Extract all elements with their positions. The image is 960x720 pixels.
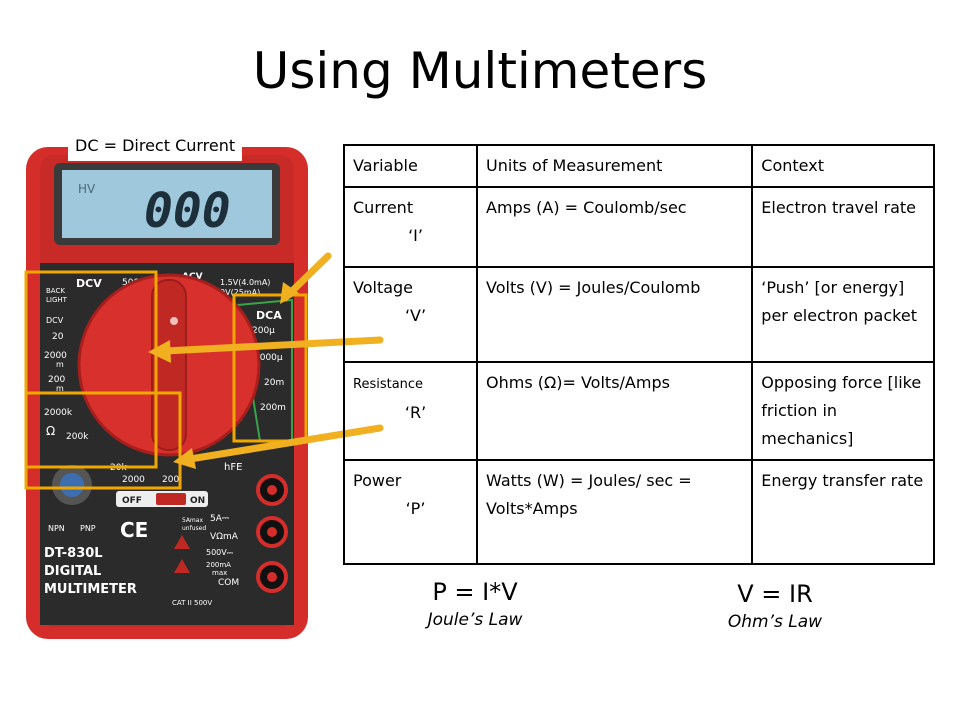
label-5a: 5A⎓ — [210, 514, 229, 524]
label-max: max — [212, 569, 227, 577]
lcd-screen — [62, 170, 272, 238]
label-ma20: 20m — [264, 378, 284, 388]
label-200m: 200 — [48, 375, 65, 385]
cell-context: Opposing force [like friction in mechani… — [751, 361, 935, 461]
cell-context: ‘Push’ [or energy] per electron packet — [751, 266, 935, 363]
label-dca: DCA — [256, 309, 282, 322]
label-ua2000: 2000μ — [254, 353, 283, 363]
cell-variable: Power‘P’ — [342, 459, 479, 565]
label-pnp: PNP — [80, 524, 96, 533]
label-light: LIGHT — [46, 296, 68, 304]
variable-symbol: ‘R’ — [404, 403, 427, 422]
label-500v: 500V⎓ — [206, 548, 234, 557]
label-5amax: 5Amax — [182, 517, 203, 524]
label-dcv: DCV — [76, 277, 102, 290]
variable-name: Current — [353, 198, 414, 217]
label-ce: CE — [120, 518, 148, 542]
cell-context: Energy transfer rate — [751, 459, 935, 565]
warning-icon-2 — [174, 559, 190, 573]
variable-symbol: ‘I’ — [408, 226, 423, 245]
variable-symbol: ‘V’ — [404, 306, 427, 325]
label-ma200: 200m — [260, 403, 286, 413]
label-200k: 200k — [66, 432, 89, 442]
label-unfused: unfused — [182, 525, 206, 532]
variable-name: Power — [353, 471, 402, 490]
label-ua200: 200μ — [252, 326, 275, 336]
label-backlight: BACK — [46, 287, 65, 295]
cell-variable: Current ‘I’ — [342, 186, 479, 268]
variable-symbol: ‘P’ — [405, 499, 426, 518]
label-ohm200: 200 — [162, 475, 179, 485]
power-switch-knob — [156, 493, 186, 505]
label-cat: CAT II 500V — [172, 599, 212, 607]
label-ohm: Ω — [46, 424, 55, 438]
label-com: COM — [218, 578, 239, 588]
dc-label: DC = Direct Current — [68, 131, 243, 161]
label-m2: m — [56, 384, 64, 393]
header-context: Context — [751, 144, 935, 188]
header-units: Units of Measurement — [476, 144, 754, 188]
table-row: Power‘P’ Watts (W) = Joules/ sec = Volts… — [342, 459, 935, 565]
label-model1: DT-830L — [44, 546, 103, 561]
label-fuse2: 9V(25mA) — [220, 288, 260, 297]
table-row: Current ‘I’ Amps (A) = Coulomb/sec Electr… — [342, 186, 935, 268]
quantities-table: Variable Units of Measurement Context Cu… — [342, 144, 935, 565]
label-2000: 2000 — [44, 351, 67, 361]
table-header-row: Variable Units of Measurement Context — [342, 144, 935, 188]
label-hfe: hFE — [224, 462, 242, 473]
cell-context: Electron travel rate — [751, 186, 935, 268]
formula-equation: V = IR — [737, 580, 813, 608]
table-row: Resistance ‘R’ Ohms (Ω)= Volts/Amps Oppos… — [342, 361, 935, 461]
lcd-hv-text: HV — [78, 182, 96, 196]
label-npn: NPN — [48, 524, 65, 533]
cell-units: Watts (W) = Joules/ sec = Volts*Amps — [476, 459, 754, 565]
warning-icon — [174, 535, 190, 549]
label-fuse: 1.5V(4.0mA) — [220, 278, 270, 287]
cell-variable: Voltage ‘V’ — [342, 266, 479, 363]
label-20: 20 — [52, 332, 64, 342]
label-off: OFF — [122, 496, 142, 506]
label-m1: m — [56, 360, 64, 369]
header-variable: Variable — [342, 144, 479, 188]
multimeter-image: HV 000 DCV 500 500 ACV 200 BACK LIGHT DC… — [24, 147, 308, 639]
label-200ma: 200mA — [206, 561, 231, 569]
lcd-reading: 000 — [144, 183, 231, 239]
label-model2: DIGITAL — [44, 564, 101, 579]
cell-units: Volts (V) = Joules/Coulomb — [476, 266, 754, 363]
label-2000k: 2000k — [44, 408, 73, 418]
label-ohm2000: 2000 — [122, 475, 145, 485]
page-title: Using Multimeters — [252, 42, 708, 100]
label-model3: MULTIMETER — [44, 582, 137, 597]
formula-law-name: Ohm’s Law — [727, 612, 823, 632]
label-on: ON — [190, 496, 205, 506]
highlight-box-ohm — [24, 391, 182, 490]
formula-ohm: V = IR Ohm’s Law — [690, 580, 860, 632]
formula-law-name: Joule’s Law — [427, 610, 523, 630]
hfe-socket-inner — [60, 473, 84, 497]
highlight-box-dcv — [24, 270, 158, 469]
variable-name: Resistance — [353, 377, 424, 392]
variable-name: Voltage — [353, 278, 414, 297]
cell-variable: Resistance ‘R’ — [342, 361, 479, 461]
cell-units: Amps (A) = Coulomb/sec — [476, 186, 754, 268]
dial-pointer — [170, 317, 178, 325]
cell-units: Ohms (Ω)= Volts/Amps — [476, 361, 754, 461]
formula-equation: P = I*V — [432, 578, 518, 606]
table-row: Voltage ‘V’ Volts (V) = Joules/Coulomb ‘P… — [342, 266, 935, 363]
label-dcv-small: DCV — [46, 316, 64, 325]
formula-joule: P = I*V Joule’s Law — [390, 578, 560, 630]
label-vma: VΩmA — [210, 532, 239, 542]
